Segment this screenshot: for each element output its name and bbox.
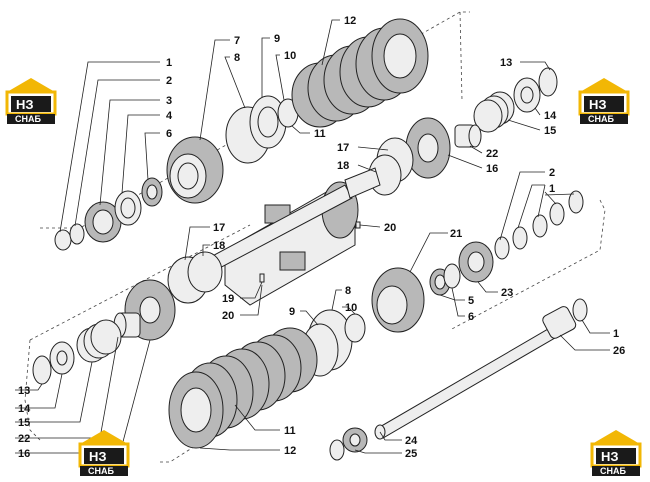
seal-10-low (344, 313, 366, 343)
callout-22: 22 (486, 148, 498, 160)
spring-15-top (473, 91, 515, 133)
callout-14-low: 14 (18, 403, 31, 415)
snap-ring-13-low (32, 355, 52, 385)
callout-2-right: 2 (549, 167, 555, 179)
bearing-6 (141, 177, 163, 207)
callout-2: 2 (166, 75, 172, 87)
callout-4: 4 (166, 110, 173, 122)
washer-14-top (513, 77, 541, 113)
callout-17: 17 (337, 142, 349, 154)
callout-1: 1 (166, 57, 172, 69)
pin-19 (259, 273, 265, 283)
callout-3: 3 (166, 95, 172, 107)
snap-ring-1 (54, 229, 72, 251)
callout-18: 18 (337, 160, 349, 172)
callout-13-low: 13 (18, 385, 30, 397)
spacer-4 (114, 190, 142, 226)
snap-rings-right (494, 190, 584, 260)
svg-text:НЗ: НЗ (16, 97, 34, 112)
callout-8: 8 (234, 52, 240, 64)
callout-21: 21 (450, 228, 462, 240)
piston-16-top (405, 117, 451, 179)
logo-watermark-upper-left: НЗ СНАБ (5, 78, 57, 124)
callout-11: 11 (314, 128, 326, 140)
callout-20-mid: 20 (222, 310, 234, 322)
callout-20: 20 (384, 222, 396, 234)
snap-ring-1-low (572, 298, 588, 322)
callout-5: 5 (468, 295, 474, 307)
svg-text:СНАБ: СНАБ (15, 114, 41, 124)
callout-26: 26 (613, 345, 625, 357)
callout-11-low: 11 (284, 425, 296, 437)
snap-ring-13-top (538, 67, 558, 97)
piston-9 (249, 95, 287, 149)
clutch-pack-lower (168, 327, 318, 449)
callout-12: 12 (344, 15, 356, 27)
assembly-frame-lower (24, 224, 331, 463)
callout-6: 6 (166, 128, 172, 140)
callout-12-low: 12 (284, 445, 296, 457)
snap-ring-25 (329, 439, 345, 461)
callout-16-low: 16 (18, 448, 30, 460)
spacer-6-mid (443, 263, 461, 289)
gear-7 (166, 136, 224, 204)
svg-text:НЗ: НЗ (89, 449, 107, 464)
gear-21 (371, 267, 425, 333)
callout-19: 19 (222, 293, 234, 305)
logo-watermark-lower-right: НЗ СНАБ (590, 430, 642, 476)
svg-text:СНАБ: СНАБ (600, 466, 626, 476)
svg-text:СНАБ: СНАБ (588, 114, 614, 124)
callout-10: 10 (284, 50, 296, 62)
callout-9: 9 (274, 33, 280, 45)
clutch-pack-upper (291, 18, 429, 128)
callout-17-mid: 17 (213, 222, 225, 234)
callout-23: 23 (501, 287, 513, 299)
bearing-24 (342, 427, 368, 453)
snap-ring-2 (69, 223, 85, 245)
callout-1-shaft: 1 (613, 328, 619, 340)
svg-text:СНАБ: СНАБ (88, 466, 114, 476)
svg-text:НЗ: НЗ (589, 97, 607, 112)
callout-14: 14 (544, 110, 557, 122)
callout-25: 25 (405, 448, 417, 460)
callout-10-low: 10 (345, 302, 357, 314)
callout-24: 24 (405, 435, 418, 447)
callout-9-low: 9 (289, 306, 295, 318)
bearing-23 (458, 241, 494, 283)
seal-18-mid (187, 251, 223, 293)
callout-15-low: 15 (18, 417, 30, 429)
hub-22-top (454, 124, 482, 148)
callout-22-low: 22 (18, 433, 30, 445)
callout-labels: 1 2 3 4 6 7 8 9 10 11 12 13 14 15 22 16 … (18, 15, 625, 460)
logo-watermark-lower-left: НЗ СНАБ (78, 430, 130, 476)
callout-1-right: 1 (549, 183, 555, 195)
callout-8-low: 8 (345, 285, 351, 297)
callout-6-mid: 6 (468, 311, 474, 323)
washer-14-low (49, 341, 75, 375)
callout-18-mid: 18 (213, 240, 225, 252)
leader-lines (15, 19, 610, 454)
logo-watermark-upper-right: НЗ СНАБ (578, 78, 630, 124)
callout-7: 7 (234, 35, 240, 47)
callout-15: 15 (544, 125, 556, 137)
pin-20-upper (355, 221, 361, 229)
svg-text:НЗ: НЗ (601, 449, 619, 464)
callout-13: 13 (500, 57, 512, 69)
callout-16: 16 (486, 163, 498, 175)
